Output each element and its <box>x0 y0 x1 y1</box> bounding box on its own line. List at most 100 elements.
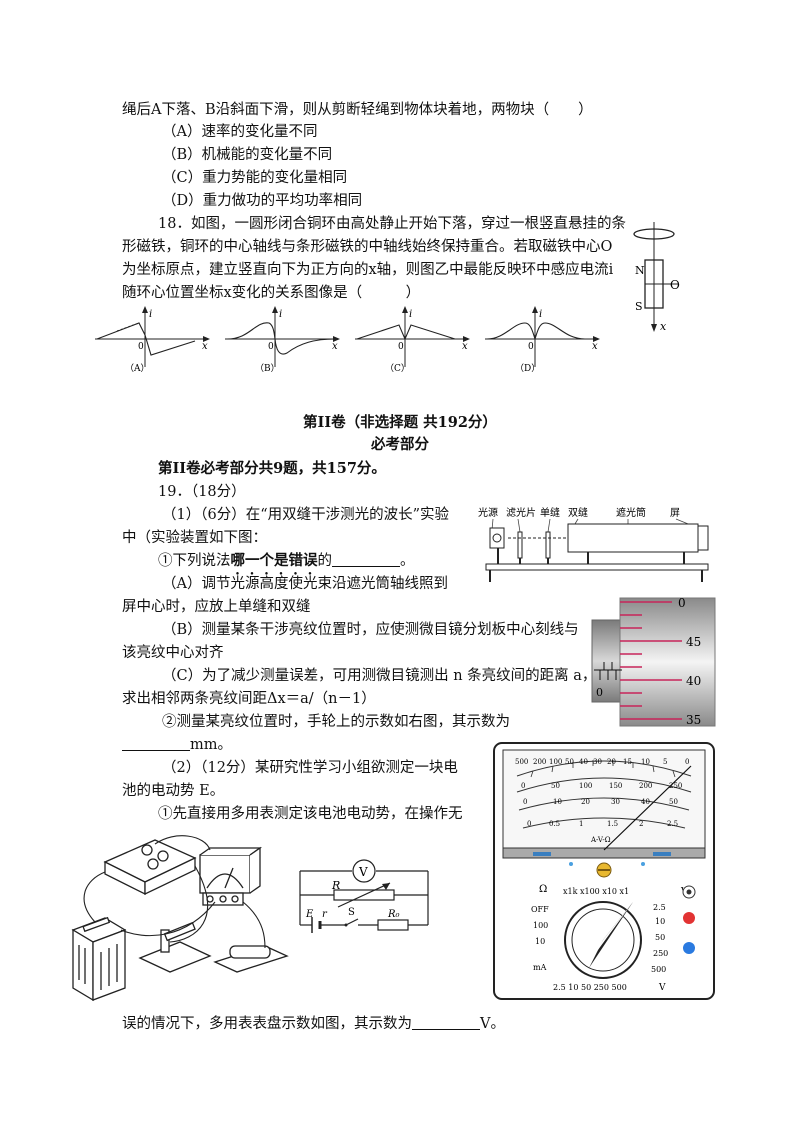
mm-v-250: 250 <box>653 949 668 958</box>
mm-bottom-ranges: 2.5 10 50 250 500 <box>553 983 627 992</box>
graph-d-origin: 0 <box>528 342 534 352</box>
circuit-r-label: r <box>322 909 328 920</box>
q17-option-c: （C）重力势能的变化量相同 <box>162 170 348 186</box>
q19-p3-line3: ①先直接用多用表测定该电池电动势，在操作无 <box>158 806 463 822</box>
label-filter: 滤光片 <box>506 506 536 519</box>
label-tube: 遮光筒 <box>616 506 646 519</box>
mm-unit-v2: V <box>658 983 666 993</box>
mm-v-500: 500 <box>651 965 666 974</box>
q19-p1-emph: 哪一个是错误 <box>230 552 318 569</box>
part2-subtitle: 必考部分 <box>371 436 429 453</box>
label-screen: 屏 <box>670 507 680 519</box>
q19-opt-c-line1: （C）为了减少测量误差，可用测微目镜测出 n 条亮纹间的距离 a， <box>162 668 597 684</box>
mm-v-50: 50 <box>655 933 665 942</box>
q19-p2-unit: mm。 <box>190 737 232 753</box>
mm-adjust-left-icon <box>533 852 551 856</box>
part2-title: 第II卷（非选择题 共192分） <box>303 414 497 431</box>
graph-c-label: （C） <box>385 363 410 374</box>
graph-a-label: （A） <box>125 363 150 374</box>
q19-opt-b-line2: 该亮纹中心对齐 <box>122 645 224 661</box>
q19-p1-end: 。 <box>400 553 415 569</box>
q19-p3-unit: V。 <box>480 1016 505 1032</box>
graph-d-i: i <box>539 309 542 320</box>
mm-negative-terminal[interactable] <box>683 942 695 954</box>
drum-tick-0: 0 <box>678 596 686 610</box>
part2-intro: 第II卷必考部分共9题，共157分。 <box>158 460 386 477</box>
answer-blank-3[interactable] <box>412 1015 480 1030</box>
graph-b-origin: 0 <box>268 342 274 352</box>
graph-b: i x 0 （B） <box>225 306 340 374</box>
q19-p3-line2: 池的电动势 E。 <box>122 783 225 799</box>
answer-blank-1[interactable] <box>332 552 400 567</box>
mm-needle <box>603 765 692 851</box>
mm-brand: A-V-Ω <box>590 836 611 844</box>
drum-tick-45: 45 <box>686 635 701 649</box>
q17-stem-line: 绳后A下落、B沿斜面下滑，则从剪断轻绳到物体块着地，两物块（ ） <box>122 102 593 118</box>
graph-a: i x 0 （A） <box>95 306 210 374</box>
graph-b-i: i <box>279 309 282 320</box>
circuit-s-label: S <box>348 907 355 918</box>
graph-a-x: x <box>202 341 208 352</box>
q19-opt-b-line1: （B）测量某条干涉亮纹位置时，应使测微目镜分划板中心刻线与 <box>162 622 579 638</box>
drum-tick-35: 35 <box>686 713 701 727</box>
answer-blank-2[interactable] <box>122 736 190 751</box>
label-light-source: 光源 <box>478 506 498 519</box>
q19-p1-pre: ①下列说法 <box>158 553 231 569</box>
mm-ma-10: 10 <box>535 937 545 946</box>
q19-p1-line3: ①下列说法哪一个是错误的 。 <box>158 551 415 578</box>
mm-ma-100: 100 <box>533 921 548 930</box>
q19-p1-line1: （1）（6分）在“用双缝干涉测光的波长”实验 <box>162 507 450 523</box>
graph-c: i x 0 （C） <box>355 306 470 374</box>
graph-c-x: x <box>462 341 468 352</box>
mm-v-10: 10 <box>655 917 665 926</box>
graph-a-i: i <box>149 309 152 320</box>
graph-b-x: x <box>332 341 338 352</box>
q19-p1-post: 的 <box>317 553 333 569</box>
micrometer-drum: 0 0 45 40 35 <box>591 596 716 727</box>
magnet-s-label: S <box>635 300 643 313</box>
magnet-x-label: x <box>660 320 667 333</box>
mm-ma-off: OFF <box>531 905 549 914</box>
q17-option-a: （A）速率的变化量不同 <box>162 124 318 140</box>
q19-opt-a-line1: （A）调节光源高度使光束沿遮光筒轴线照到 <box>162 576 448 592</box>
magnet-n-label: N <box>635 264 645 277</box>
q17-option-d: （D）重力做功的平均功率相同 <box>162 193 363 209</box>
magnet-ring-diagram: N S O x <box>633 222 680 333</box>
circuit-e-label: E <box>305 909 314 920</box>
drum-ticks <box>620 601 682 720</box>
q19-opt-c-line2: 求出相邻两条亮纹间距Δx＝a/（n－1） <box>122 691 376 707</box>
mm-adjust-right-icon <box>653 852 671 856</box>
label-double-slit: 双缝 <box>568 506 588 519</box>
mm-selector-pointer <box>589 902 633 968</box>
graph-d-x: x <box>592 341 598 352</box>
label-single-slit: 单缝 <box>540 506 560 519</box>
q19-p3-line1: （2）（12分）某研究性学习小组欲测定一块电 <box>162 760 458 776</box>
q18-line-3: 为坐标原点，建立竖直向下为正方向的x轴，则图乙中最能反映环中感应电流i <box>122 262 614 278</box>
graph-a-origin: 0 <box>138 342 144 352</box>
q18-line-1: 18．如图，一圆形闭合铜环由高处静止开始下落，穿过一根竖直悬挂的条 <box>158 216 626 232</box>
sleeve-zero: 0 <box>596 686 603 699</box>
mm-unit-omega: Ω <box>539 884 547 895</box>
q19-opt-a-line2: 屏中心时，应放上单缝和双缝 <box>122 599 311 615</box>
q19-p2-line1: ②测量某亮纹位置时，手轮上的示数如右图，其示数为 <box>162 714 510 730</box>
q18-line-4: 随环心位置坐标x变化的关系图像是（ ） <box>122 285 421 301</box>
drum-tick-40: 40 <box>686 674 701 688</box>
circuit-voltmeter-label: V <box>358 865 368 879</box>
q18-line-2: 形磁铁，铜环的中心轴线与条形磁铁的中轴线始终保持重合。若取磁铁中心O <box>122 239 613 255</box>
double-slit-apparatus: 光源 滤光片 单缝 双缝 遮光筒 屏 <box>478 506 709 582</box>
q19-p1-line2: 中（实验装置如下图： <box>122 530 267 546</box>
mm-positive-terminal[interactable] <box>683 912 695 924</box>
mm-v-2-5: 2.5 <box>653 903 666 912</box>
graph-c-i: i <box>409 309 412 320</box>
circuit-diagram: V R E r S R₀ <box>299 859 429 933</box>
experiment-apparatus-illustration <box>71 835 289 1002</box>
mm-unit-ma: mA <box>533 963 547 972</box>
graph-b-label: （B） <box>255 363 280 374</box>
graph-d: i x 0 （D） <box>485 306 600 374</box>
